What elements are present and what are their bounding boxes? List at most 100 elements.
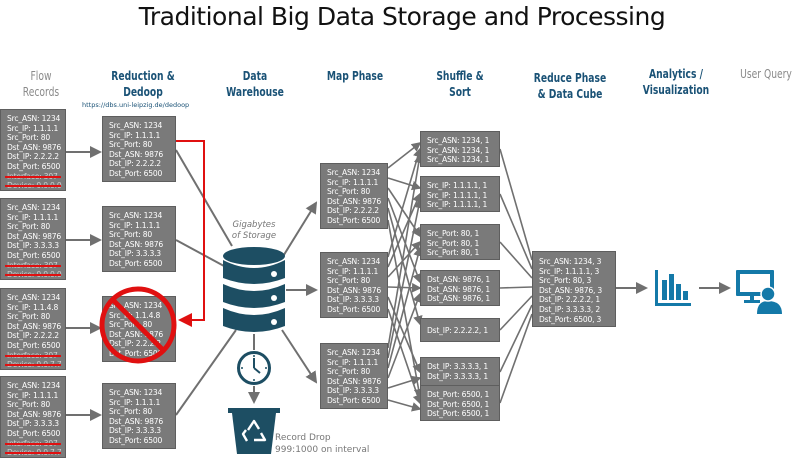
record-field: Src_IP: 1.1.1.1 <box>7 123 59 133</box>
phase-header-flow-records: Flow Records <box>13 68 69 100</box>
record-field: Src_IP: 1.1.4.8 <box>7 302 59 312</box>
recycle-bin-icon <box>228 408 280 454</box>
removed-field: Device: 0.0.0.0 <box>5 270 62 280</box>
phase-header-analytics: Analytics / Visualization <box>634 66 719 98</box>
reduce-line: Dst_ASN: 9876, 3 <box>539 285 603 295</box>
reduce-line: Src_ASN: 1234, 3 <box>539 257 602 266</box>
record-field: Src_Port: 80 <box>109 320 153 330</box>
phase-header-reduction-dedoop: Reduction & Dedoop <box>96 68 190 100</box>
record-field: Dst_ASN: 9876 <box>7 409 61 419</box>
record-field: Dst_ASN: 9876 <box>7 142 61 152</box>
dedup-arrow <box>176 140 205 327</box>
record-field: Dst_Port: 6500 <box>327 215 381 225</box>
phase-header-line2: & Data Cube <box>537 87 603 101</box>
removed-field: Interface: 307 <box>5 350 61 360</box>
clock-icon <box>237 351 271 385</box>
record-field: Dst_ASN: 9876, 1 <box>427 294 491 304</box>
record-field: Src_Port: 80 <box>109 230 153 240</box>
shuffle-connector <box>387 375 422 389</box>
record-field: Dst_ASN: 9876 <box>327 376 381 386</box>
reduce-connector <box>499 148 533 261</box>
reduce-line: Src_IP: 1.1.1.1, 3 <box>539 266 600 276</box>
record-field: Dst_Port: 6500, 1 <box>427 409 490 419</box>
shuffle-connector <box>387 292 422 379</box>
record-field: Dst_Port: 6500, 1 <box>427 399 490 409</box>
record-field: Dst_IP: 3.3.3.3 <box>109 249 161 259</box>
arrow-warehouse-to-map-3 <box>281 329 318 384</box>
phase-header-line1: Flow <box>30 69 52 83</box>
record-field: Src_IP: 1.1.4.8 <box>109 310 161 320</box>
record-field: Dst_ASN: 9876 <box>7 231 61 241</box>
phase-header-user-query: User Query <box>730 66 801 82</box>
record-field: Src_ASN: 1234 <box>7 381 61 390</box>
reduce-line: Dst_IP: 2.2.2.2, 1 <box>539 295 600 305</box>
record-field: Src_IP: 1.1.1.1 <box>327 357 379 367</box>
record-field: Dst_ASN: 9876, 1 <box>427 284 491 294</box>
reduce-line: Dst_Port: 6500, 3 <box>539 314 602 324</box>
record-field: Dst_Port: 6500 <box>109 258 163 268</box>
shuffle-connector <box>387 142 422 169</box>
record-field: Dst_IP: 3.3.3.3 <box>327 386 379 396</box>
shuffle-mesh <box>387 142 533 412</box>
line-reduction-to-warehouse-2 <box>175 239 225 267</box>
record-field: Src_IP: 1.1.1.1 <box>327 266 379 276</box>
phase-header-line1: User Query <box>740 67 792 81</box>
record-field: Src_ASN: 1234 <box>109 121 163 130</box>
record-field: Dst_IP: 3.3.3.3, 1 <box>427 362 488 371</box>
record-field: Src_ASN: 1234 <box>109 301 163 310</box>
shuffle-connector <box>387 147 423 258</box>
record-field: Src_ASN: 1234 <box>7 203 61 212</box>
record-field: Dst_ASN: 9876 <box>327 196 381 206</box>
record-field: Dst_IP: 2.2.2.2 <box>109 339 161 349</box>
record-field: Dst_Port: 6500 <box>109 435 163 445</box>
record-field: Src_Port: 80 <box>7 222 51 232</box>
dedoop-link[interactable]: https://dbs.uni-leipzig.de/dedoop <box>82 101 190 109</box>
record-field: Dst_IP: 2.2.2.2 <box>7 152 59 162</box>
phase-header-line2: Dedoop <box>123 85 163 99</box>
phase-header-line2: Visualization <box>642 83 710 97</box>
record-field: Src_IP: 1.1.1.1, 1 <box>427 181 488 190</box>
phase-header-map-phase: Map Phase <box>317 68 394 84</box>
record-field: Src_ASN: 1234 <box>327 348 381 357</box>
record-field: Dst_ASN: 9876 <box>327 285 381 295</box>
rejected-record-icon <box>99 286 177 364</box>
record-field: Dst_IP: 3.3.3.3, 1 <box>427 371 488 381</box>
record-field: Src_IP: 1.1.1.1 <box>109 397 161 407</box>
storage-caption-line2: of Storage <box>231 231 277 241</box>
shuffle-connector <box>387 153 424 349</box>
phase-header-reduce-phase: Reduce Phase & Data Cube <box>528 70 613 102</box>
record-field: Src_Port: 80 <box>7 133 51 143</box>
phase-header-line1: Reduce Phase <box>533 71 607 85</box>
phase-header-line1: Analytics / <box>649 67 703 81</box>
shuffle-group-box: Dst_IP: 2.2.2.2, 1 <box>420 318 500 342</box>
phase-header-line2: Records <box>22 85 60 99</box>
removed-field: Device: 0.0.7.7 <box>5 360 62 370</box>
phase-header-line2: Warehouse <box>226 85 284 99</box>
removed-field: Interface: 307 <box>5 171 61 181</box>
record-field: Src_IP: 1.1.1.1, 1 <box>427 200 488 210</box>
reduce-connector <box>499 313 533 404</box>
record-field: Src_IP: 1.1.1.1, 1 <box>427 190 488 200</box>
arrow-warehouse-to-map-1 <box>281 201 318 259</box>
record-field: Dst_ASN: 9876 <box>109 416 163 426</box>
record-field: Src_ASN: 1234, 1 <box>427 136 490 145</box>
reduce-connector <box>499 304 533 373</box>
record-drop-label: Record Drop 999:1000 on interval <box>275 432 369 456</box>
phase-header-line1: Data <box>242 69 268 83</box>
record-field: Dst_Port: 6500 <box>7 340 61 350</box>
record-field: Dst_IP: 3.3.3.3 <box>109 426 161 436</box>
line-reduction-to-warehouse-4 <box>175 329 237 416</box>
record-field: Src_IP: 1.1.1.1 <box>7 390 59 400</box>
database-icon <box>223 247 285 332</box>
record-field: Src_IP: 1.1.1.1 <box>327 177 379 187</box>
record-field: Src_ASN: 1234 <box>109 388 163 397</box>
